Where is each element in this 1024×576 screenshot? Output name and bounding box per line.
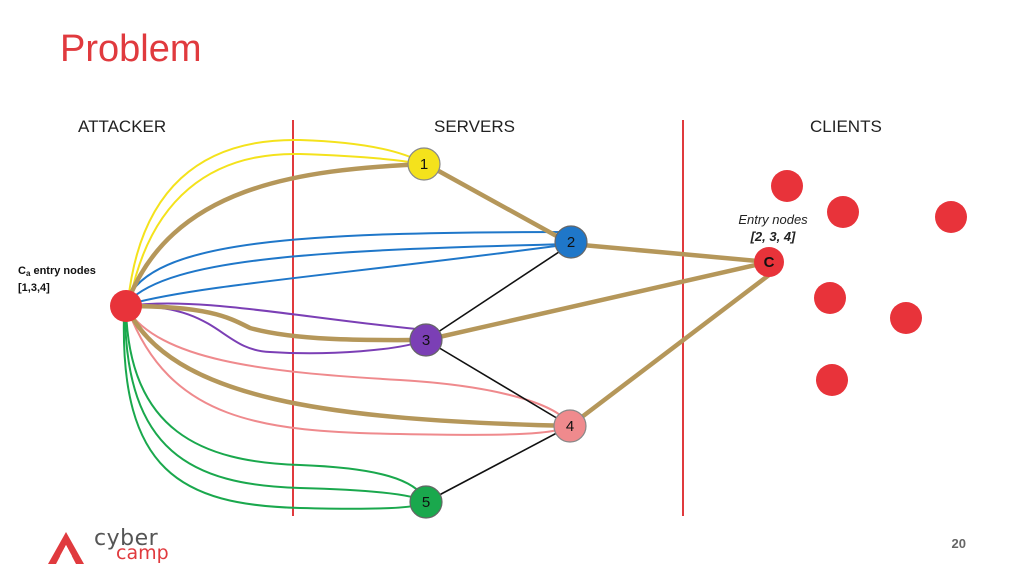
client-node — [816, 364, 848, 396]
path-attacker-server4-a — [125, 307, 571, 427]
logo-mark-icon — [48, 532, 84, 564]
clients-column-label: CLIENTS — [810, 117, 882, 136]
main-path-attacker-server3 — [123, 303, 429, 343]
attacker-entry-nodes-label: Ca entry nodes [1,3,4] — [18, 264, 96, 296]
path-attacker-server3-b — [125, 304, 427, 355]
client-entry-nodes-title: Entry nodes — [738, 212, 808, 227]
attacker-column-label: ATTACKER — [78, 117, 167, 136]
other-clients — [771, 170, 967, 396]
main-path-attacker-server1 — [123, 161, 426, 309]
client-node — [890, 302, 922, 334]
attacker-label-prefix: C — [18, 265, 26, 277]
cybercamp-logo: cyber camp — [48, 528, 188, 568]
yellow-paths — [127, 138, 424, 303]
attacker-label-list: [1,3,4] — [18, 282, 50, 294]
server-node-5-label: 5 — [422, 494, 430, 511]
path-attacker-server2-b — [127, 243, 572, 303]
client-node — [935, 201, 967, 233]
link-server2-server3 — [425, 243, 572, 341]
path-attacker-server2-c — [129, 243, 572, 305]
pink-paths — [125, 307, 571, 436]
client-node — [771, 170, 803, 202]
path-attacker-server3-a — [125, 302, 427, 331]
server-node-3 — [409, 323, 443, 357]
path-attacker-server1-b — [129, 152, 424, 301]
main-path-server1-server2 — [423, 161, 574, 247]
client-node — [827, 196, 859, 228]
purple-paths — [125, 302, 427, 355]
page-number: 20 — [951, 536, 966, 551]
path-attacker-server2-a — [125, 231, 572, 303]
link-server4-server5 — [425, 425, 571, 503]
server-node-2 — [554, 225, 588, 259]
path-attacker-server5-b — [124, 311, 427, 503]
client-node — [814, 282, 846, 314]
logo-text-camp: camp — [116, 542, 169, 564]
slide-title: Problem — [60, 28, 202, 70]
path-attacker-server4-b — [127, 309, 571, 436]
servers-column-label: SERVERS — [434, 117, 515, 136]
link-server3-server4 — [425, 339, 571, 427]
path-attacker-server5-c — [122, 313, 427, 510]
main-path-attacker-server4 — [123, 303, 573, 429]
main-paths — [123, 161, 772, 429]
main-path-server2-client — [568, 241, 772, 265]
server-node-4-label: 4 — [566, 418, 574, 435]
logo-text-cyber: cyber — [94, 526, 159, 551]
server-node-1 — [407, 147, 441, 181]
attacker-node — [110, 290, 142, 322]
server-node-4 — [553, 409, 587, 443]
client-node-c-label: C — [764, 254, 775, 271]
client-entry-nodes-label: Entry nodes [2, 3, 4] — [728, 211, 818, 245]
client-node-c — [754, 247, 784, 277]
main-path-server3-client — [423, 259, 772, 343]
server-node-2-label: 2 — [567, 234, 575, 251]
green-paths — [122, 309, 427, 510]
blue-paths — [125, 231, 572, 305]
main-path-server4-client — [567, 272, 772, 429]
server-node-3-label: 3 — [422, 332, 430, 349]
attacker-label-suffix: entry nodes — [30, 265, 96, 277]
attacker-label-subscript: a — [25, 269, 31, 278]
server-nodes: 1 2 3 4 5 — [407, 147, 588, 519]
server-node-5 — [409, 485, 443, 519]
path-attacker-server5-a — [125, 309, 427, 501]
client-entry-nodes-list: [2, 3, 4] — [750, 229, 796, 244]
server-links — [425, 243, 572, 503]
server-node-1-label: 1 — [420, 156, 428, 173]
path-attacker-server1-a — [127, 138, 424, 303]
